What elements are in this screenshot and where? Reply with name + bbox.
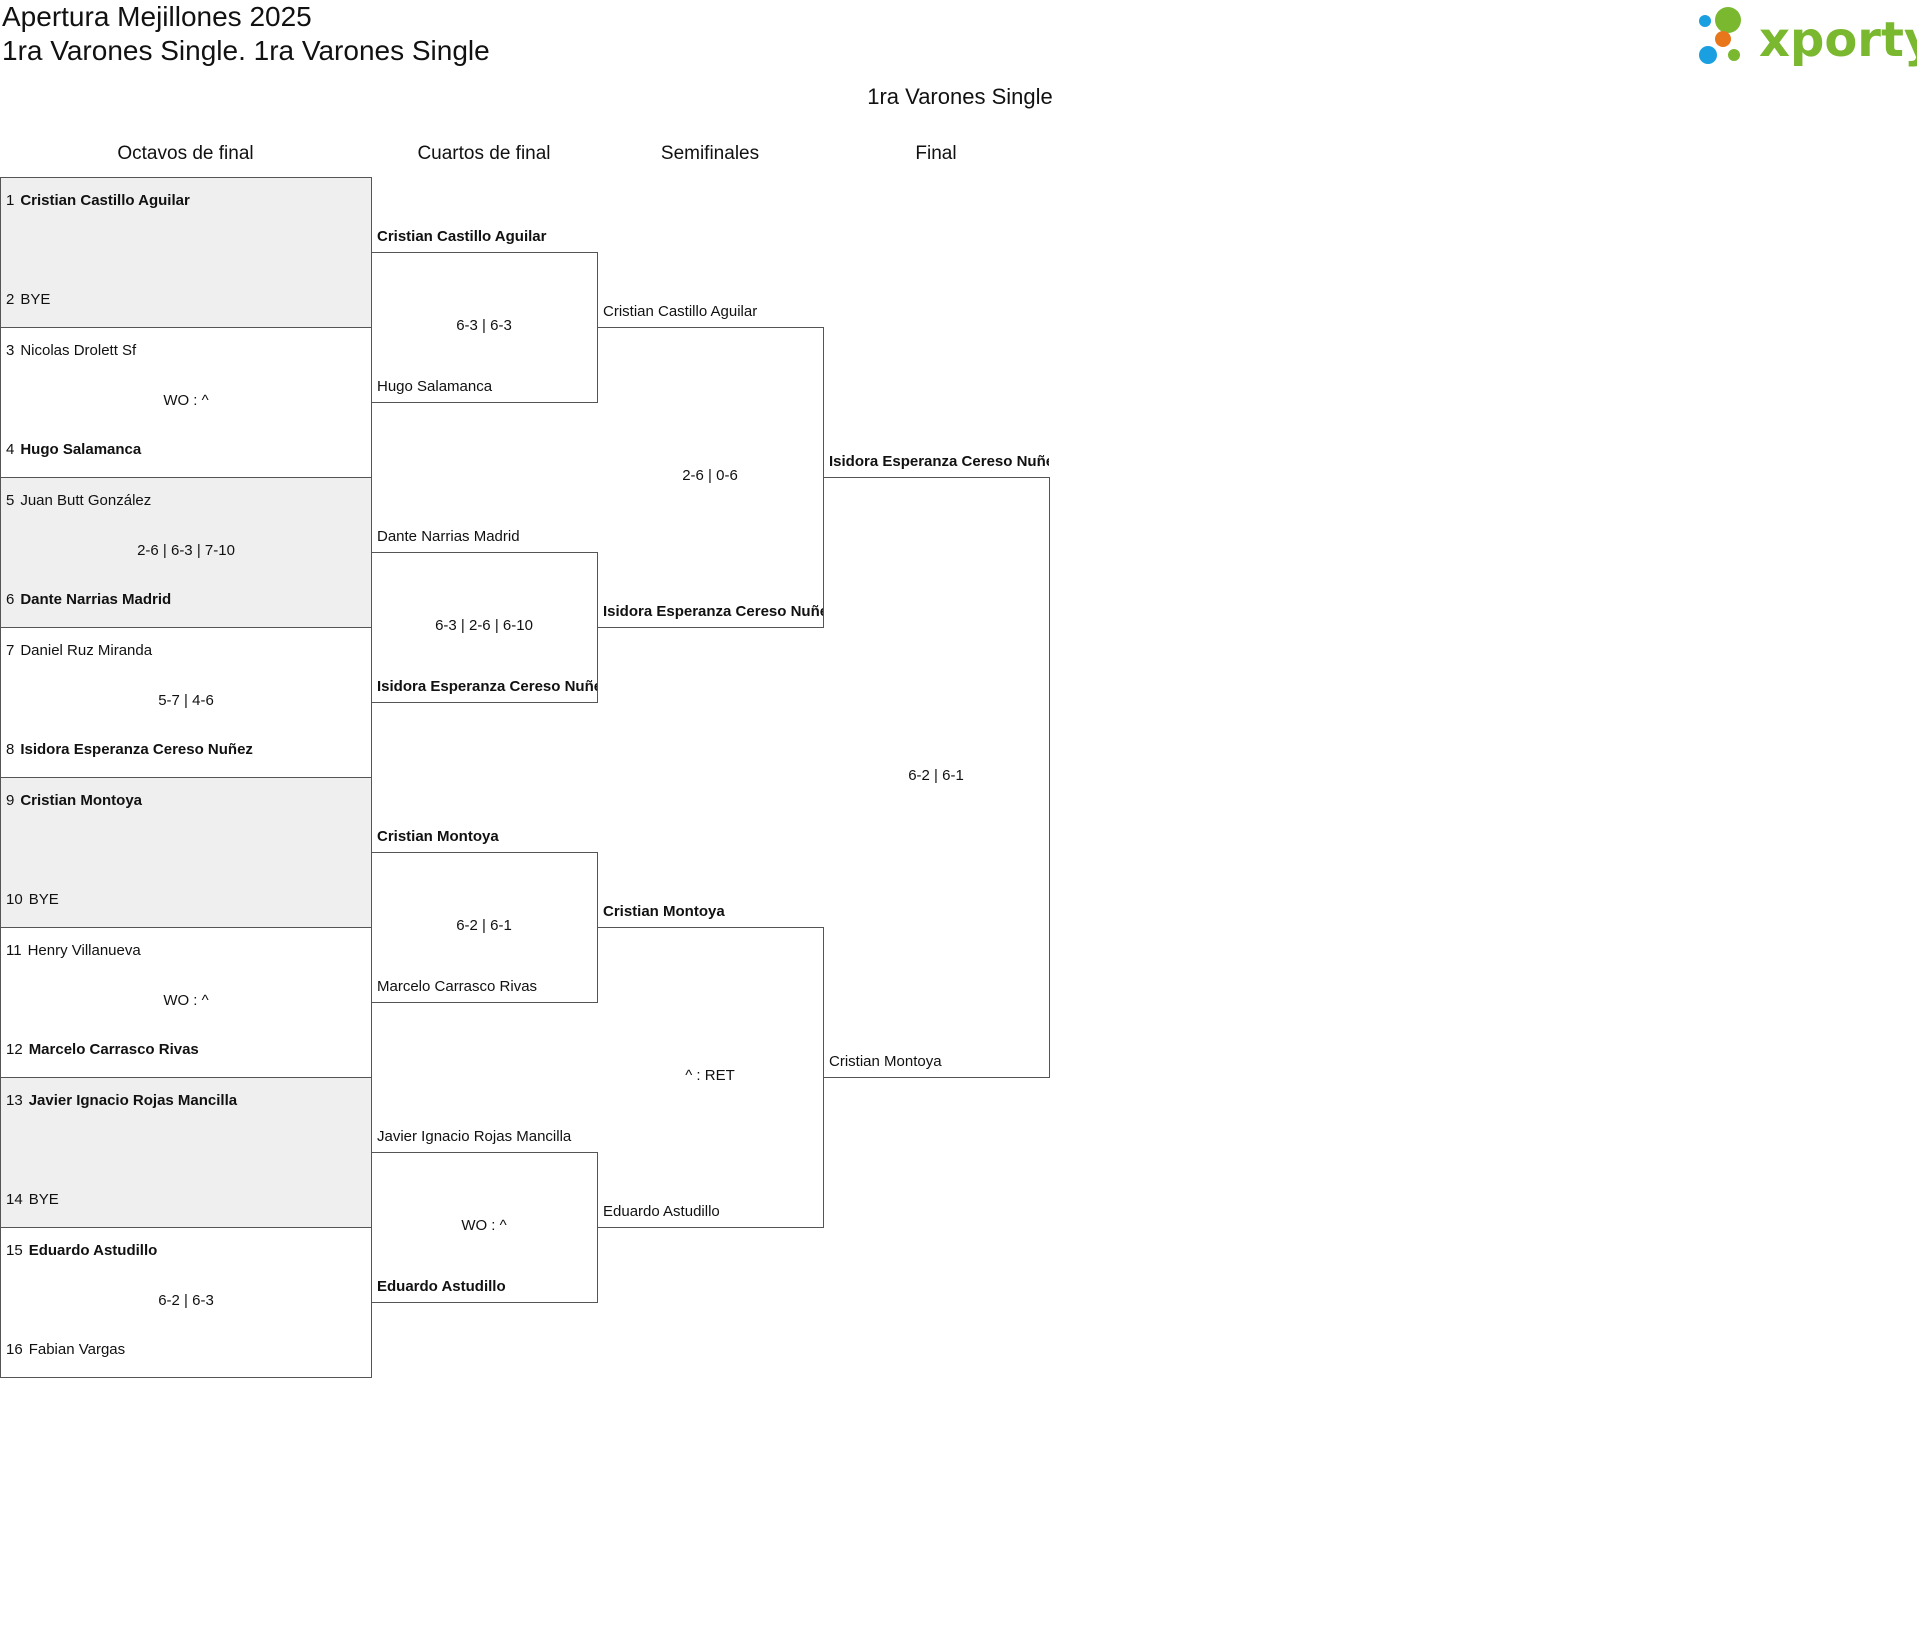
player-entry[interactable]: Cristian Montoya xyxy=(603,903,725,920)
match-score: 6-3 | 6-3 xyxy=(456,317,512,334)
match-score: 6-2 | 6-1 xyxy=(908,767,964,784)
player-entry[interactable]: Isidora Esperanza Cereso Nuñez xyxy=(377,678,597,695)
player-entry[interactable]: 9 Cristian Montoya xyxy=(6,792,366,809)
logo-dot-blue-small xyxy=(1699,15,1711,27)
match-box xyxy=(823,477,1050,1078)
player-name: Isidora Esperanza Cereso Nuñez xyxy=(20,741,253,758)
player-entry[interactable]: 10 BYE xyxy=(6,891,366,908)
player-name: Marcelo Carrasco Rivas xyxy=(28,1041,199,1058)
tournament-title: Apertura Mejillones 2025 xyxy=(2,1,312,32)
match-score: 6-3 | 2-6 | 6-10 xyxy=(435,617,533,634)
match-box xyxy=(0,777,372,928)
seed-number: 8 xyxy=(6,741,15,758)
player-entry[interactable]: Isidora Esperanza Cereso Nuñez xyxy=(829,453,1049,470)
player-entry[interactable]: 1 Cristian Castillo Aguilar xyxy=(6,192,366,209)
player-name: Javier Ignacio Rojas Mancilla xyxy=(28,1092,238,1109)
seed-number: 2 xyxy=(6,291,15,308)
player-name: Fabian Vargas xyxy=(28,1341,126,1358)
match-score: 5-7 | 4-6 xyxy=(158,692,214,709)
player-name: Juan Butt González xyxy=(20,492,152,509)
player-name: Dante Narrias Madrid xyxy=(20,591,172,608)
seed-number: 5 xyxy=(6,492,15,509)
logo-dot-green xyxy=(1715,7,1741,33)
match-score: WO : ^ xyxy=(163,392,209,409)
category-title: 1ra Varones Single. 1ra Varones Single xyxy=(2,35,490,66)
player-entry[interactable]: 6 Dante Narrias Madrid xyxy=(6,591,366,608)
player-name: Henry Villanueva xyxy=(27,942,141,959)
match-score: 2-6 | 0-6 xyxy=(682,467,738,484)
match-score: WO : ^ xyxy=(163,992,209,1009)
match-box xyxy=(0,477,372,628)
round-header: Octavos de final xyxy=(117,143,254,164)
player-entry[interactable]: Dante Narrias Madrid xyxy=(377,528,520,545)
seed-number: 15 xyxy=(6,1242,23,1259)
player-entry[interactable]: Cristian Montoya xyxy=(829,1053,942,1070)
player-entry[interactable]: 11 Henry Villanueva xyxy=(6,942,366,959)
logo-dot-orange xyxy=(1715,31,1731,47)
match-score: ^ : RET xyxy=(685,1067,735,1084)
player-name: Hugo Salamanca xyxy=(20,441,142,458)
round-header: Final xyxy=(915,143,957,164)
logo-dot-green-small xyxy=(1728,49,1740,61)
player-name: Daniel Ruz Miranda xyxy=(20,642,153,659)
player-entry[interactable]: Javier Ignacio Rojas Mancilla xyxy=(377,1128,572,1145)
player-name: Nicolas Drolett Sf xyxy=(20,342,137,359)
player-entry[interactable]: Cristian Castillo Aguilar xyxy=(603,303,758,320)
player-entry[interactable]: Isidora Esperanza Cereso Nuñez xyxy=(603,603,823,620)
player-entry[interactable]: 7 Daniel Ruz Miranda xyxy=(6,642,366,659)
player-entry[interactable]: 12 Marcelo Carrasco Rivas xyxy=(6,1041,366,1058)
match-score: WO : ^ xyxy=(461,1217,507,1234)
seed-number: 16 xyxy=(6,1341,23,1358)
player-entry[interactable]: Hugo Salamanca xyxy=(377,378,493,395)
seed-number: 9 xyxy=(6,792,15,809)
round-header: Semifinales xyxy=(660,143,760,164)
xporty-logo: xporty xyxy=(1697,4,1920,68)
player-entry[interactable]: 15 Eduardo Astudillo xyxy=(6,1242,366,1259)
bracket-title: 1ra Varones Single xyxy=(867,84,1053,109)
player-entry[interactable]: 14 BYE xyxy=(6,1191,366,1208)
player-name: Eduardo Astudillo xyxy=(28,1242,158,1259)
seed-number: 3 xyxy=(6,342,15,359)
seed-number: 10 xyxy=(6,891,23,908)
player-name: Cristian Castillo Aguilar xyxy=(20,192,190,209)
player-entry[interactable]: 5 Juan Butt González xyxy=(6,492,366,509)
player-entry[interactable]: 8 Isidora Esperanza Cereso Nuñez xyxy=(6,741,366,758)
player-name: BYE xyxy=(20,291,51,308)
player-entry[interactable]: 4 Hugo Salamanca xyxy=(6,441,366,458)
seed-number: 6 xyxy=(6,591,15,608)
match-score: 2-6 | 6-3 | 7-10 xyxy=(137,542,235,559)
player-entry[interactable]: 16 Fabian Vargas xyxy=(6,1341,366,1358)
player-entry[interactable]: 3 Nicolas Drolett Sf xyxy=(6,342,366,359)
player-name: Cristian Montoya xyxy=(20,792,143,809)
seed-number: 7 xyxy=(6,642,15,659)
player-entry[interactable]: Cristian Montoya xyxy=(377,828,499,845)
player-entry[interactable]: 2 BYE xyxy=(6,291,366,308)
seed-number: 13 xyxy=(6,1092,23,1109)
player-entry[interactable]: Eduardo Astudillo xyxy=(377,1278,506,1295)
player-name: BYE xyxy=(28,1191,59,1208)
logo-dot-blue xyxy=(1699,46,1717,64)
match-box xyxy=(0,177,372,328)
match-score: 6-2 | 6-1 xyxy=(456,917,512,934)
match-box xyxy=(0,1077,372,1228)
player-entry[interactable]: Cristian Castillo Aguilar xyxy=(377,228,547,245)
logo-text: xporty xyxy=(1759,12,1917,68)
seed-number: 14 xyxy=(6,1191,23,1208)
seed-number: 12 xyxy=(6,1041,23,1058)
round-header: Cuartos de final xyxy=(417,143,551,164)
player-entry[interactable]: Marcelo Carrasco Rivas xyxy=(377,978,538,995)
player-entry[interactable]: 13 Javier Ignacio Rojas Mancilla xyxy=(6,1092,366,1109)
match-score: 6-2 | 6-3 xyxy=(158,1292,214,1309)
player-entry[interactable]: Eduardo Astudillo xyxy=(603,1203,720,1220)
seed-number: 4 xyxy=(6,441,15,458)
player-name: BYE xyxy=(28,891,59,908)
seed-number: 11 xyxy=(6,942,22,959)
seed-number: 1 xyxy=(6,192,15,209)
